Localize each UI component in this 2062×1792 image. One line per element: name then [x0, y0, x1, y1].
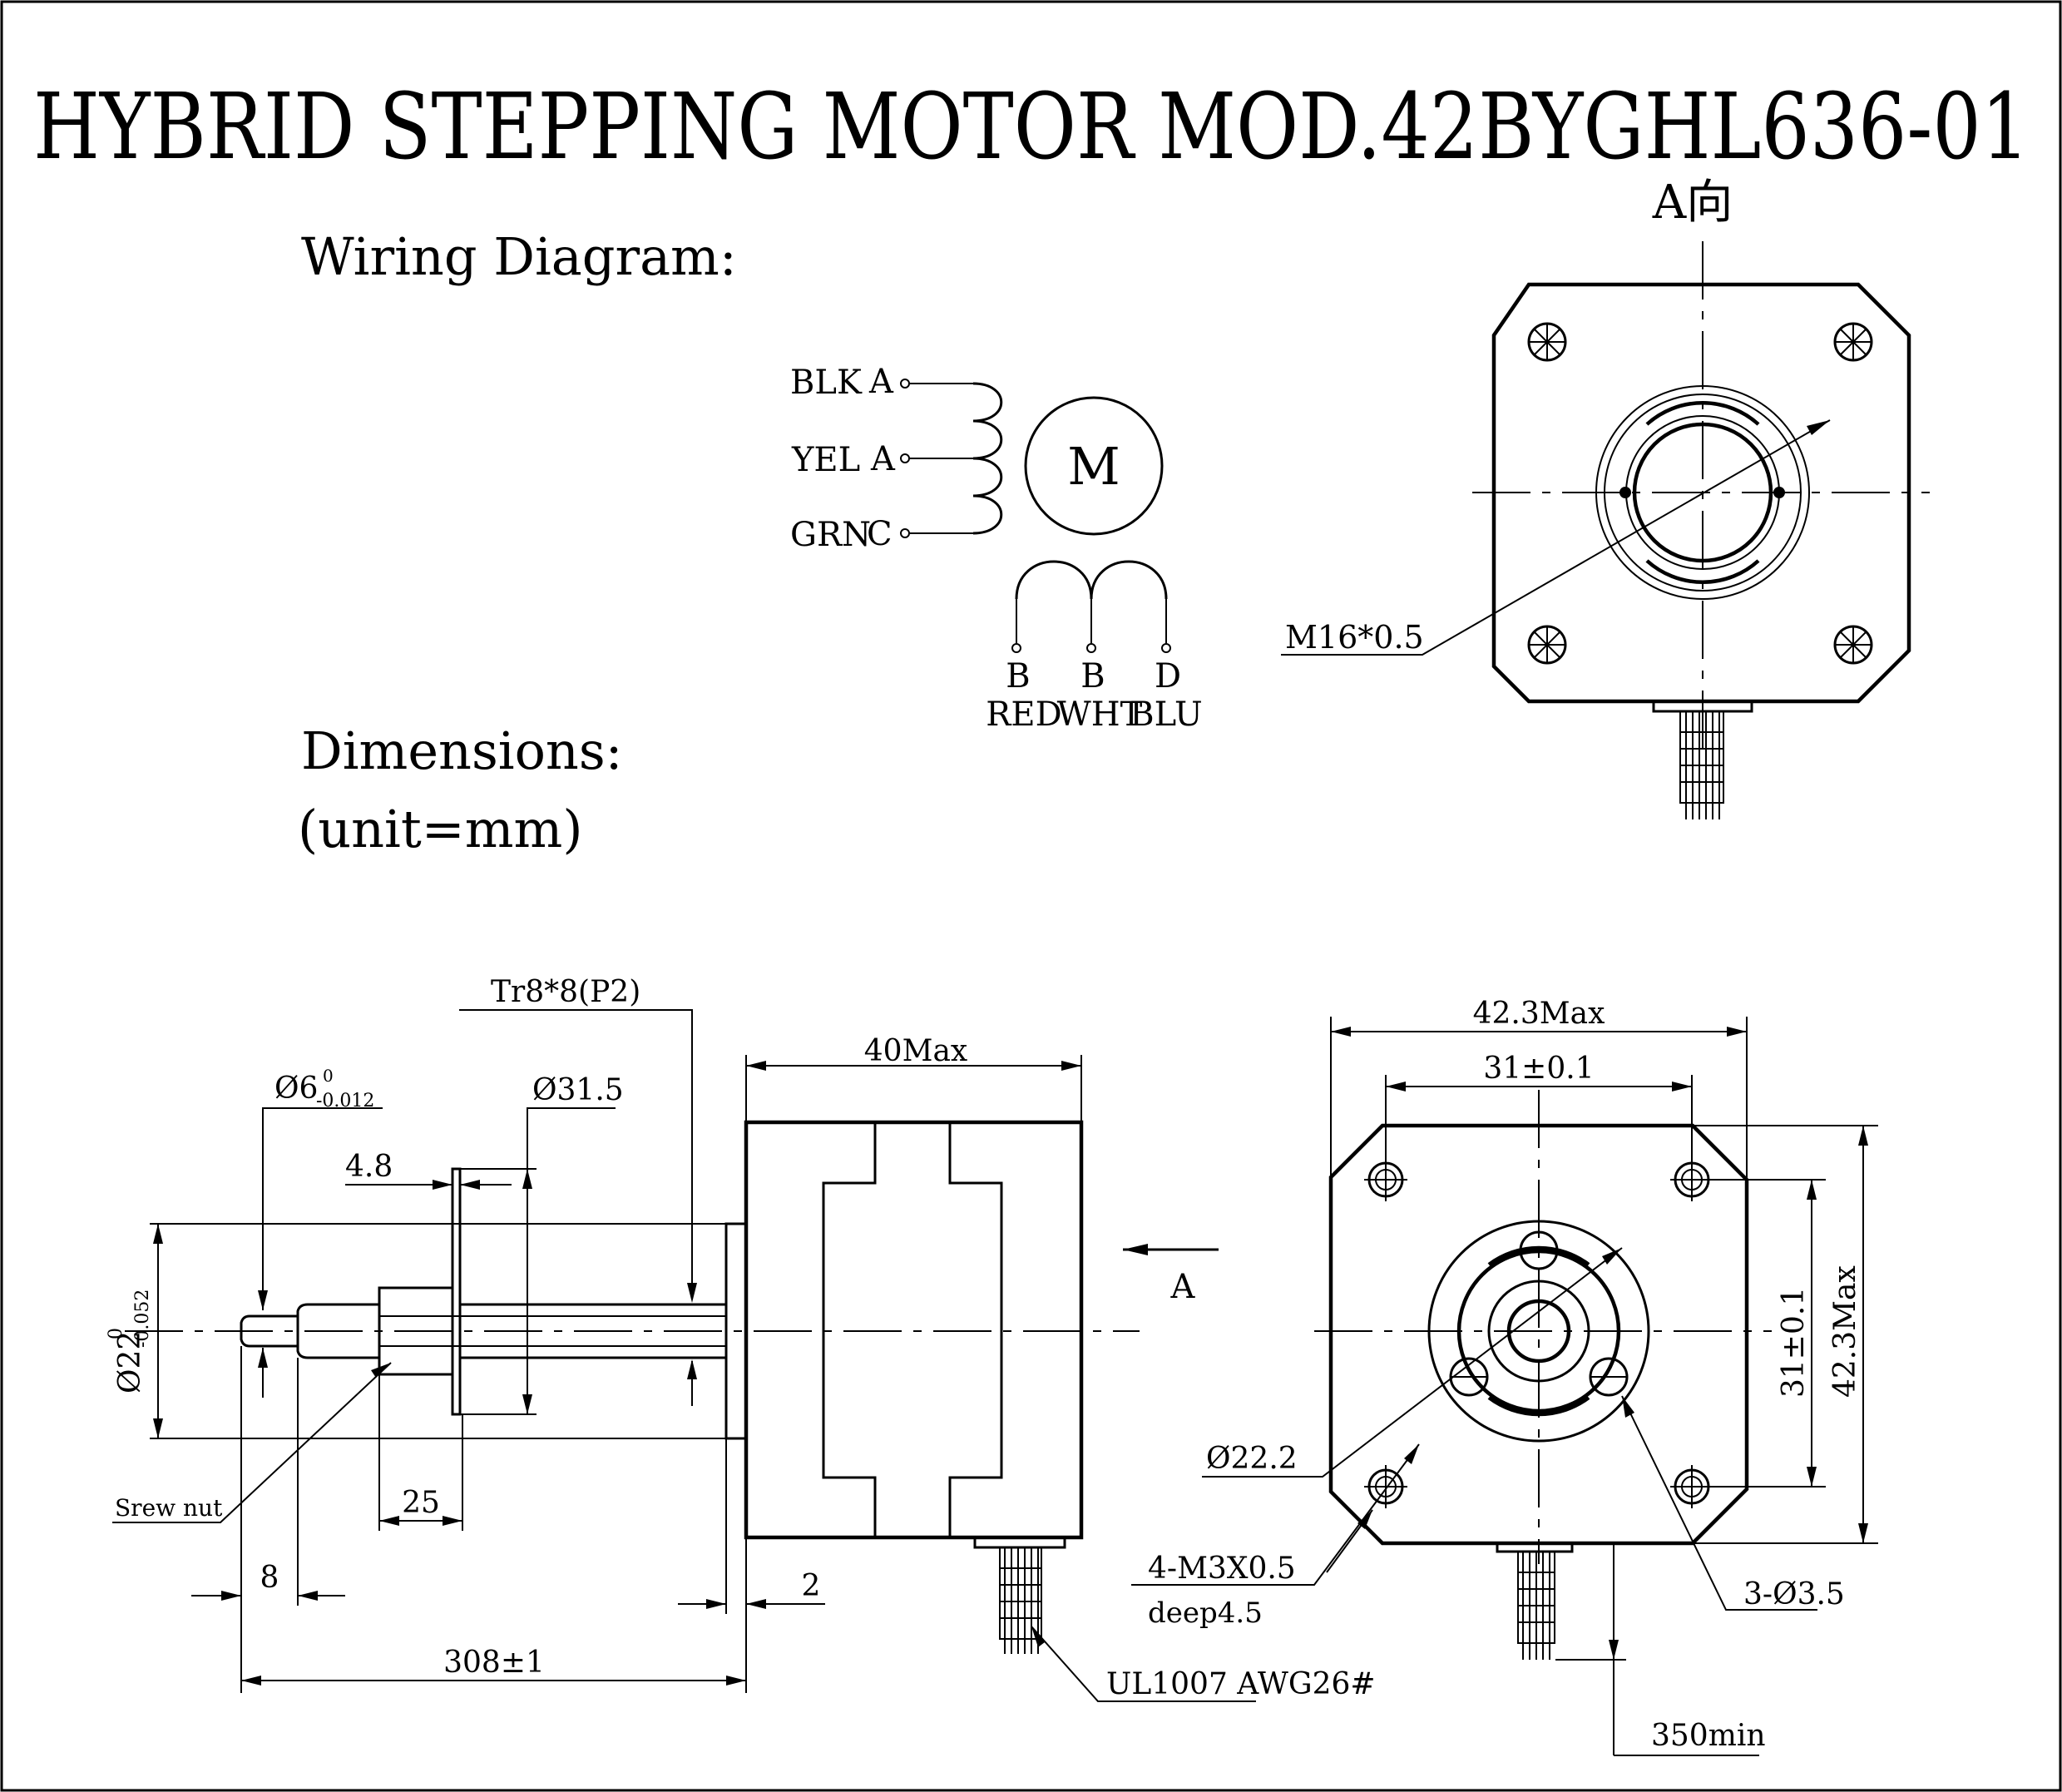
wire-phase-a1: A [868, 363, 894, 401]
view-a-shaft [1632, 422, 1773, 563]
lead-screw-label: Tr8*8(P2) [491, 975, 640, 1009]
boss-height-label: 2 [802, 1569, 821, 1603]
screw-nut [378, 1286, 454, 1376]
wire-color-red: RED [986, 696, 1061, 734]
flange-thk-label: 4.8 [345, 1150, 393, 1184]
shaft-tol-lower: -0.012 [316, 1091, 374, 1111]
dimensions-heading: Dimensions: [301, 720, 623, 781]
wire-color-grn: GRN [790, 516, 871, 554]
terminal-a1 [900, 379, 910, 389]
view-a-mount-holes [1527, 322, 1873, 665]
wire-phase-b1: B [1006, 657, 1030, 696]
coil-2 [1015, 560, 1168, 600]
view-a-label: A向 [1652, 176, 1733, 230]
tip-length-label: 8 [260, 1561, 279, 1595]
cable-spec-label: UL1007 AWG26# [1106, 1667, 1376, 1701]
boss-tol-lower: -0.052 [132, 1290, 153, 1348]
boss-tol-upper: 0 [106, 1328, 126, 1339]
wire-color-wht: WHT [1057, 696, 1143, 734]
side-view: Ø22 0 -0.052 Ø6 0 -0.012 Tr8*8(P2) Ø31.5 [106, 975, 1376, 1702]
terminal-b2 [1086, 643, 1096, 653]
screw-nut-label: Srew nut [115, 1494, 223, 1522]
motor-symbol [1024, 396, 1164, 536]
shaft-tol-upper: 0 [323, 1066, 334, 1086]
view-a-body [1491, 282, 1911, 704]
wiring-heading: Wiring Diagram: [301, 226, 737, 287]
view-a-thread: M16*0.5 [1285, 619, 1424, 656]
front-depth-label: deep4.5 [1148, 1596, 1263, 1630]
dimensions-unit: (unit=mm) [298, 799, 583, 859]
terminal-d [1161, 643, 1171, 653]
side-motor-body [744, 1120, 1084, 1540]
front-boss-label: Ø22.2 [1206, 1442, 1298, 1476]
terminal-a2 [900, 453, 910, 463]
wiring-diagram: Wiring Diagram: BLK A YEL A GRN C M B B … [301, 226, 1203, 734]
body-length-label: 40Max [864, 1034, 967, 1068]
terminal-c [900, 528, 910, 538]
front-width-label: 42.3Max [1473, 997, 1605, 1031]
front-holes-label: 3-Ø3.5 [1743, 1577, 1845, 1611]
wire-phase-d: D [1155, 657, 1181, 696]
front-hole-pitch-label: 31±0.1 [1483, 1052, 1594, 1086]
total-length-label: 308±1 [443, 1646, 545, 1680]
nut-length-label: 25 [402, 1486, 440, 1520]
wire-phase-c: C [867, 515, 893, 553]
wire-color-blk: BLK [790, 364, 863, 402]
wire-phase-b2: B [1080, 657, 1105, 696]
view-a: A向 M16*0.5 [1281, 176, 1930, 819]
motor-label: M [1067, 436, 1120, 497]
shaft-dia-label: Ø6 [274, 1072, 318, 1106]
section-arrow-label: A [1170, 1268, 1196, 1306]
front-hole-pitch-v-label: 31±0.1 [1777, 1287, 1811, 1398]
terminal-b1 [1011, 643, 1021, 653]
front-boss [1427, 1220, 1650, 1443]
wire-phase-a2: A [870, 440, 896, 478]
front-shaft [1506, 1299, 1571, 1364]
front-height-label: 42.3Max [1828, 1265, 1862, 1398]
front-view: 42.3Max 31±0.1 31±0.1 42.3Max Ø22.2 4-M3… [1131, 997, 1878, 1756]
wire-color-yel: YEL [791, 441, 860, 479]
boss-dia-label: Ø22 [113, 1331, 147, 1394]
lead-length-label: 350min [1651, 1719, 1766, 1753]
nut-flange-dia-label: Ø31.5 [532, 1073, 624, 1107]
wire-color-blu: BLU [1130, 696, 1202, 734]
drawing-title: HYBRID STEPPING MOTOR MOD.42BYGHL636-01 [33, 73, 2030, 180]
front-mount-label: 4-M3X0.5 [1148, 1552, 1296, 1586]
coil-1 [972, 382, 1003, 535]
